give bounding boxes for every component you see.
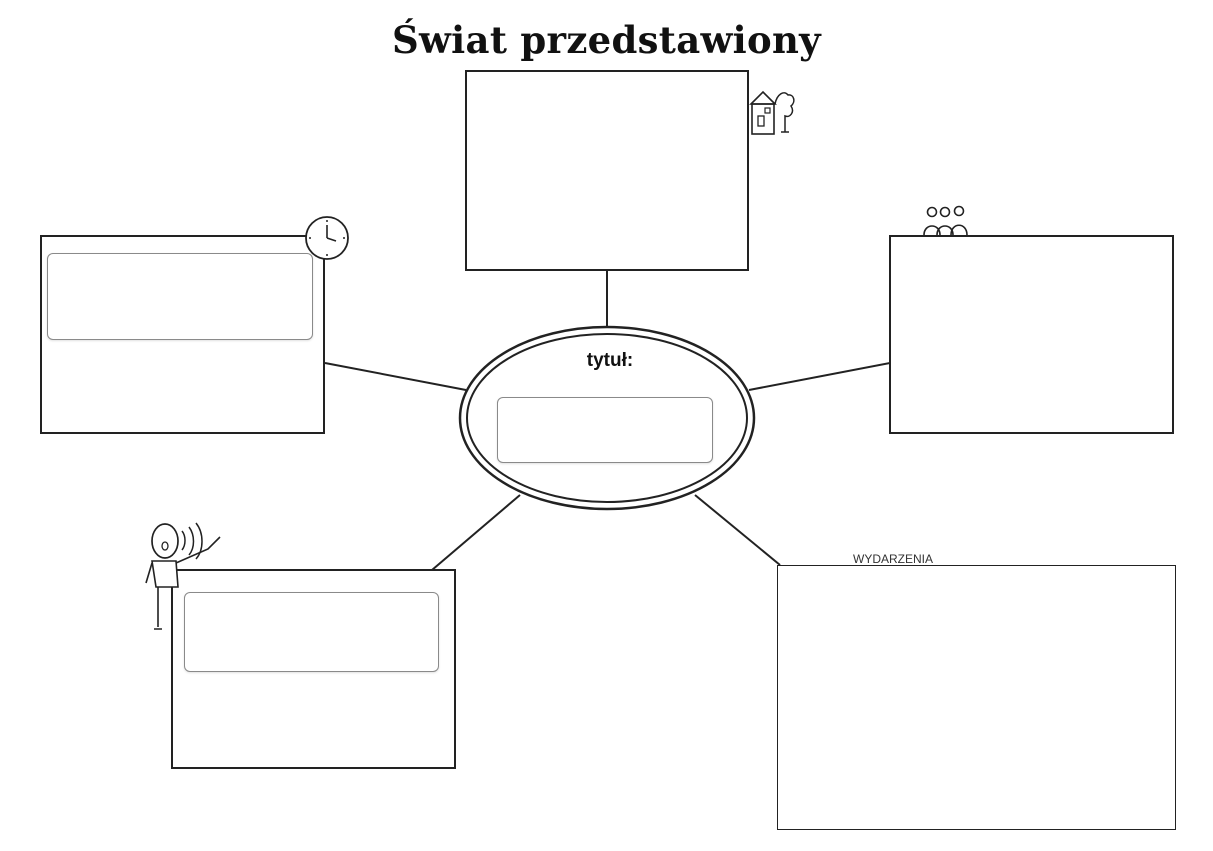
page-title: Świat przedstawiony <box>392 18 821 62</box>
place-box[interactable] <box>465 70 749 271</box>
speaking-person-icon <box>145 522 221 630</box>
people-icon <box>923 205 968 236</box>
time-input[interactable] <box>47 253 313 340</box>
events-label: WYDARZENIA <box>853 552 934 566</box>
title-input[interactable] <box>497 397 713 463</box>
title-label: tytuł: <box>586 350 634 371</box>
narrator-input[interactable] <box>184 592 439 672</box>
house-icon <box>749 90 795 135</box>
events-box[interactable] <box>777 565 1176 830</box>
clock-icon <box>305 216 349 260</box>
characters-box[interactable] <box>889 235 1174 434</box>
